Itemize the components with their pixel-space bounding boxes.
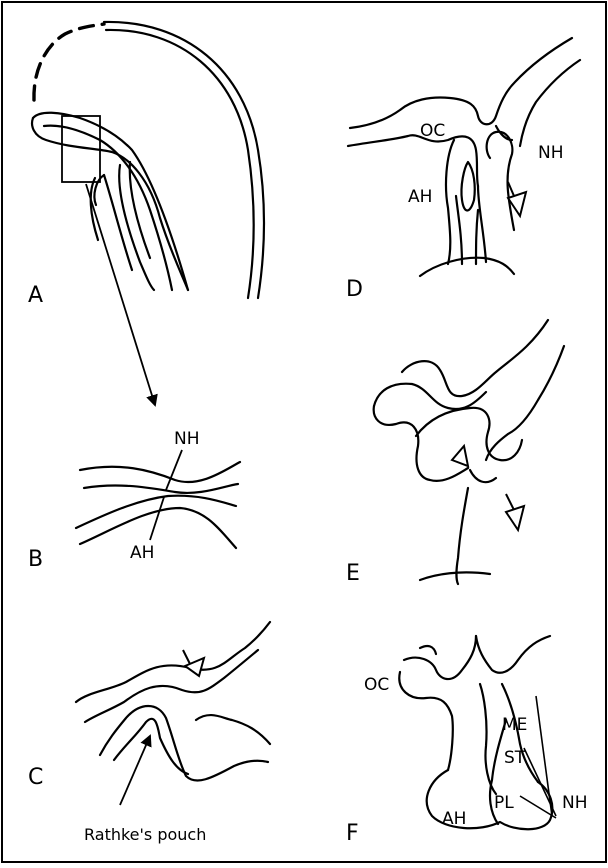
panel-d-nh-line	[520, 60, 580, 146]
ah-label-d: AH	[408, 187, 432, 207]
panel-d-ah-outer-left	[446, 140, 454, 264]
panel-e-base	[420, 572, 490, 580]
panel-e-top-outer	[402, 320, 548, 396]
panel-a: A	[28, 22, 264, 405]
st-leader-line	[524, 748, 556, 816]
panel-a-tube-4	[119, 165, 154, 290]
oc-label-f: OC	[364, 675, 389, 695]
st-label-f: ST	[504, 748, 526, 768]
panel-d-base	[420, 258, 514, 276]
panel-e-lumen	[452, 446, 468, 466]
ah-label-b: AH	[130, 543, 154, 563]
panel-d-top-inner	[348, 135, 478, 186]
panel-a-tube-1	[32, 118, 188, 290]
panel-c-middle-line	[85, 650, 258, 722]
panel-f-stalk-left	[480, 684, 496, 794]
panel-d: OC NH AH D	[346, 38, 580, 302]
panel-f-letter: F	[346, 821, 359, 846]
panel-c-pouch-inner	[114, 719, 188, 774]
panel-c: C Rathke's pouch	[28, 622, 270, 844]
ah-pointer-line	[150, 497, 164, 540]
panel-e-letter: E	[346, 561, 360, 586]
panel-a-letter: A	[28, 283, 43, 308]
panel-e: E	[346, 320, 564, 586]
panel-d-ah-outer-right	[478, 186, 486, 262]
panel-d-ah-inner-left	[456, 196, 462, 264]
panel-f-left-wall	[399, 672, 452, 770]
panel-c-pouch-outer	[100, 706, 268, 781]
panel-c-upper-line	[76, 622, 270, 702]
panel-e-top-inner	[374, 384, 486, 409]
panel-e-fold-outer	[374, 406, 468, 481]
panel-d-stalk-left	[487, 132, 514, 230]
panel-e-stalk	[457, 488, 469, 584]
panel-e-fold-inner	[416, 408, 522, 460]
panel-f-top-left	[404, 636, 476, 679]
me-leader-line	[536, 696, 552, 816]
panel-b-line-2	[84, 484, 238, 493]
nh-label-f: NH	[562, 793, 588, 813]
panel-f: OC ME ST NH AH PL F	[346, 636, 588, 846]
panel-d-ah-lumen	[461, 162, 474, 211]
panel-d-letter: D	[346, 277, 363, 302]
nh-label-b: NH	[174, 429, 200, 449]
panel-b: NH AH B	[28, 429, 240, 572]
panel-e-open-arrow-stem	[506, 494, 514, 510]
me-label-f: ME	[502, 715, 527, 735]
panel-f-oc-fold	[420, 646, 436, 654]
panel-f-top-right	[476, 636, 550, 673]
panel-d-ah-inner-right	[476, 210, 478, 264]
panel-c-lower-line	[196, 715, 270, 744]
rathkes-pouch-label: Rathke's pouch	[84, 825, 206, 844]
nh-label-d: NH	[538, 143, 564, 163]
panel-c-letter: C	[28, 765, 43, 790]
panel-d-top-outer	[350, 38, 572, 128]
panel-a-dashed-outline	[34, 24, 104, 100]
pl-label-f: PL	[494, 793, 514, 813]
panel-e-stalk-top	[470, 470, 496, 482]
panel-b-line-1	[80, 462, 240, 482]
ah-label-f: AH	[442, 809, 466, 829]
oc-label-d: OC	[420, 121, 445, 141]
nh-pointer-line	[166, 450, 182, 490]
panel-b-letter: B	[28, 547, 43, 572]
panel-c-open-arrow-stem	[183, 650, 190, 664]
panel-e-nh-line	[486, 346, 564, 460]
panel-e-open-arrow-head	[506, 506, 524, 530]
inset-arrow	[86, 184, 155, 405]
